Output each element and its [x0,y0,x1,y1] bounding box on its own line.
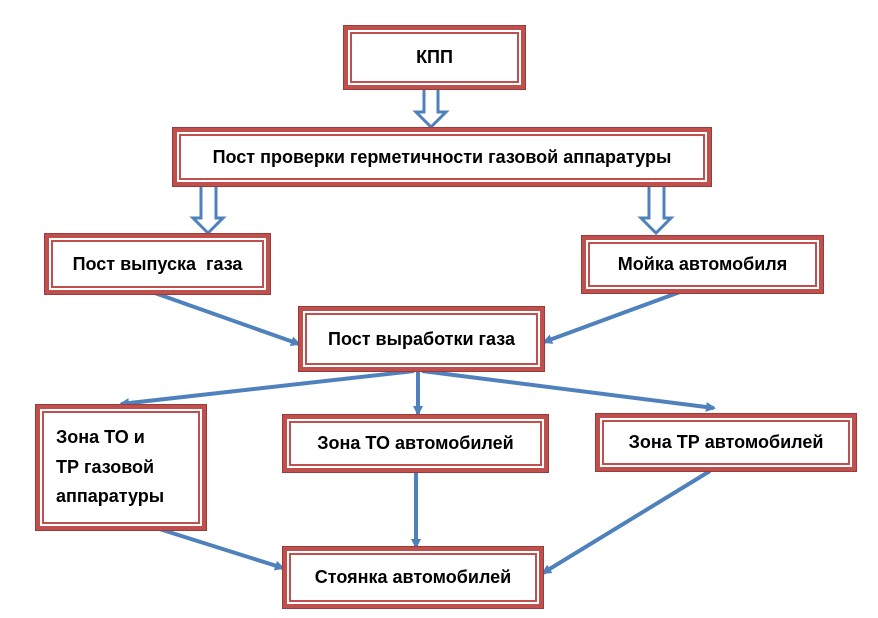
node-maint-gas-zone-line2: ТР газовой [56,456,155,477]
node-tr-zone: Зона ТР автомобилей [595,413,857,472]
node-maint-gas-zone-text: Зона ТО и ТР газовой аппаратуры [56,423,164,512]
node-parking: Стоянка автомобилей [282,546,544,609]
node-to-zone: Зона ТО автомобилей [282,414,549,473]
node-to-zone-label: Зона ТО автомобилей [317,433,514,454]
arrow-tr-zone-to-parking [541,469,712,575]
node-kpp-label: КПП [416,47,453,68]
node-maint-gas-zone: Зона ТО и ТР газовой аппаратуры [35,404,207,531]
arrow-gas-burnoff-to-maint-gas-zone [119,369,415,409]
node-kpp: КПП [343,25,526,90]
arrow-gas-release-to-gas-burnoff [151,290,301,347]
arrow-car-wash-to-gas-burnoff [542,290,681,344]
node-gas-release: Пост выпуска газа [44,233,271,295]
node-maint-gas-zone-line3: аппаратуры [56,486,165,507]
node-maint-gas-zone-line1: Зона ТО и [56,426,145,447]
hollow-arrow-leak-test-to-gas-release [189,182,227,236]
node-gas-burnoff: Пост выработки газа [298,306,545,372]
arrow-gas-burnoff-to-tr-zone [421,369,716,412]
arrow-maint-gas-zone-to-parking [152,525,285,571]
node-gas-release-label: Пост выпуска газа [72,253,243,274]
hollow-arrow-kpp-to-leak-test [412,85,450,130]
node-leak-test-label: Пост проверки герметичности газовой аппа… [212,146,672,167]
node-leak-test: Пост проверки герметичности газовой аппа… [172,127,712,187]
hollow-arrow-leak-test-to-car-wash [637,182,675,236]
node-car-wash: Мойка автомобиля [581,235,824,294]
node-parking-label: Стоянка автомобилей [314,567,512,588]
node-tr-zone-label: Зона ТР автомобилей [628,432,824,453]
node-car-wash-label: Мойка автомобиля [617,254,788,275]
node-gas-burnoff-label: Пост выработки газа [328,328,515,349]
